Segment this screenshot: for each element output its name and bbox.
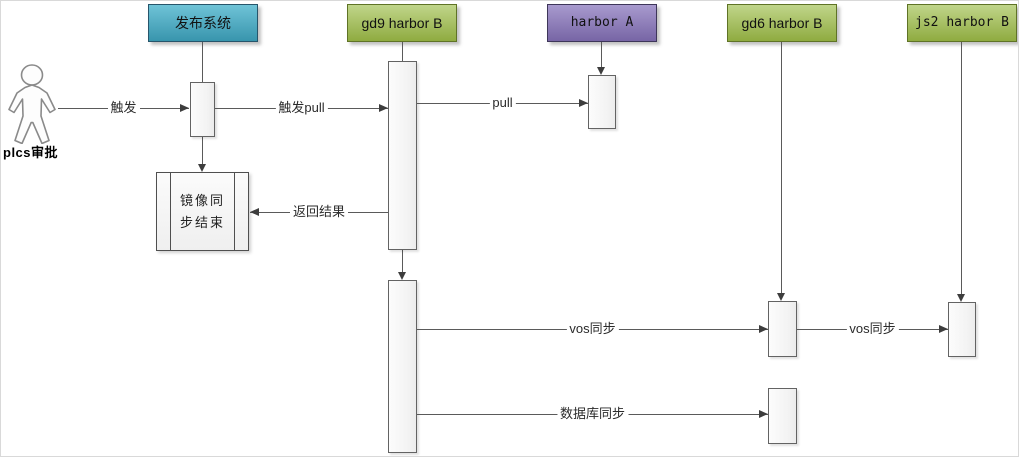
arrow-right-icon xyxy=(579,99,588,107)
arrow-right-icon xyxy=(939,325,948,333)
arrow-right-icon xyxy=(180,104,189,112)
arrow-right-icon xyxy=(759,325,768,333)
message-label: vos同步 xyxy=(566,321,619,337)
message-label: 触发pull xyxy=(275,100,328,116)
message-vos-sync-2: vos同步 xyxy=(797,321,948,337)
message-label: 触发 xyxy=(107,100,140,116)
message-label: pull xyxy=(489,95,516,111)
lifeline-header-label: js2 harbor B xyxy=(915,15,1009,30)
lifeline-header-label: gd9 harbor B xyxy=(361,15,443,31)
message-trigger: 触发 xyxy=(58,100,189,116)
process-box-inner-line xyxy=(170,173,171,250)
actor-label: plcs审批 xyxy=(3,145,59,160)
activation-bar-publish xyxy=(190,82,215,137)
lifeline-header-label: gd6 harbor B xyxy=(741,15,823,31)
arrow-line xyxy=(402,250,403,273)
activation-bar-harbor-a xyxy=(588,75,616,129)
arrow-line xyxy=(781,42,782,294)
message-label: 数据库同步 xyxy=(556,406,629,422)
process-box-mirror-sync-end: 镜像同步结束 xyxy=(156,172,249,251)
activation-bar-gd9-1 xyxy=(388,61,417,250)
arrow-left-icon xyxy=(250,208,259,216)
person-icon xyxy=(8,64,56,144)
lifeline-header-label: 发布系统 xyxy=(175,15,231,31)
lifeline-header-publish-system: 发布系统 xyxy=(148,4,258,42)
arrow-line xyxy=(961,42,962,295)
process-box-inner-line xyxy=(234,173,235,250)
message-trigger-pull: 触发pull xyxy=(215,100,388,116)
arrow-down-icon xyxy=(398,272,406,280)
message-label: 返回结果 xyxy=(289,204,349,220)
lifeline-header-harbor-a: harbor A xyxy=(547,4,657,42)
lifeline-header-label: harbor A xyxy=(570,15,634,30)
process-box-label: 镜像同步结束 xyxy=(179,192,225,230)
lifeline-publish-system xyxy=(202,42,203,82)
arrow-line xyxy=(601,42,602,68)
arrow-down-icon xyxy=(198,164,206,172)
message-db-sync: 数据库同步 xyxy=(417,406,768,422)
lifeline-gd9-harbor-b xyxy=(402,42,403,61)
activation-bar-gd9-2 xyxy=(388,280,417,453)
message-pull: pull xyxy=(417,95,588,111)
arrow-right-icon xyxy=(759,410,768,418)
arrow-js2-lifeline xyxy=(957,42,966,302)
activation-bar-gd6-1 xyxy=(768,301,797,357)
lifeline-header-gd6-harbor-b: gd6 harbor B xyxy=(727,4,837,42)
arrow-harbor-a-lifeline xyxy=(597,42,606,75)
lifeline-header-gd9-harbor-b: gd9 harbor B xyxy=(347,4,457,42)
message-label: vos同步 xyxy=(846,321,899,337)
arrow-right-icon xyxy=(379,104,388,112)
arrow-down-icon xyxy=(597,67,605,75)
arrow-line xyxy=(202,137,203,165)
arrow-gd6-lifeline xyxy=(777,42,786,301)
arrow-down-icon xyxy=(957,294,965,302)
activation-bar-gd6-2 xyxy=(768,388,797,444)
message-return-result: 返回结果 xyxy=(250,204,388,220)
arrow-down-icon xyxy=(777,293,785,301)
lifeline-header-js2-harbor-b: js2 harbor B xyxy=(907,4,1017,42)
arrow-gd9-bar1-to-bar2 xyxy=(398,250,407,280)
arrow-publish-to-process-box xyxy=(198,137,207,172)
message-vos-sync-1: vos同步 xyxy=(417,321,768,337)
activation-bar-js2 xyxy=(948,302,976,357)
